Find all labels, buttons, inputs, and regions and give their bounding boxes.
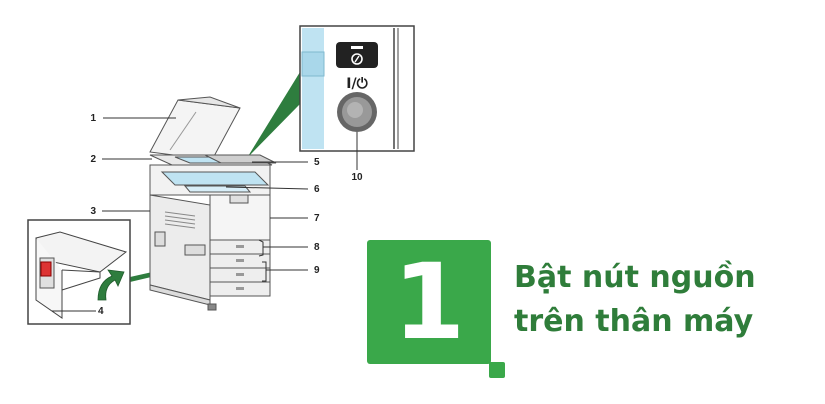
copier-machine bbox=[149, 96, 277, 311]
callout-4: 4 bbox=[98, 306, 104, 317]
callout-7: 7 bbox=[314, 213, 320, 224]
step-badge: 1 bbox=[367, 240, 505, 378]
callout-8: 8 bbox=[314, 242, 320, 253]
callout-lines bbox=[52, 117, 309, 312]
callout-3: 3 bbox=[90, 206, 96, 217]
step-badge-tab bbox=[489, 362, 505, 378]
zoom-pointer-top bbox=[247, 72, 300, 158]
callout-1: 1 bbox=[90, 113, 96, 124]
curved-arrow-icon bbox=[97, 269, 125, 301]
callout-2: 2 bbox=[90, 154, 96, 165]
power-symbol-label: I/⏻ bbox=[346, 76, 367, 92]
main-power-switch-icon bbox=[40, 261, 52, 277]
step-instruction-line-1: Bật nút nguồn bbox=[514, 260, 756, 295]
power-panel-inset: I/⏻ bbox=[299, 25, 415, 170]
panel-side-strip bbox=[302, 28, 324, 149]
adf-lid bbox=[149, 99, 241, 161]
callout-6: 6 bbox=[314, 184, 320, 195]
step-instruction: Bật nút nguồn trên thân máy bbox=[514, 256, 756, 344]
control-panel bbox=[204, 154, 277, 164]
callout-9: 9 bbox=[314, 265, 320, 276]
callout-5: 5 bbox=[314, 157, 320, 168]
step-number: 1 bbox=[392, 241, 466, 363]
step-instruction-line-2: trên thân máy bbox=[514, 304, 754, 339]
callout-10: 10 bbox=[351, 172, 363, 183]
internal-tray bbox=[160, 171, 270, 186]
energy-saver-icon bbox=[336, 42, 378, 68]
main-switch-inset bbox=[27, 219, 131, 325]
